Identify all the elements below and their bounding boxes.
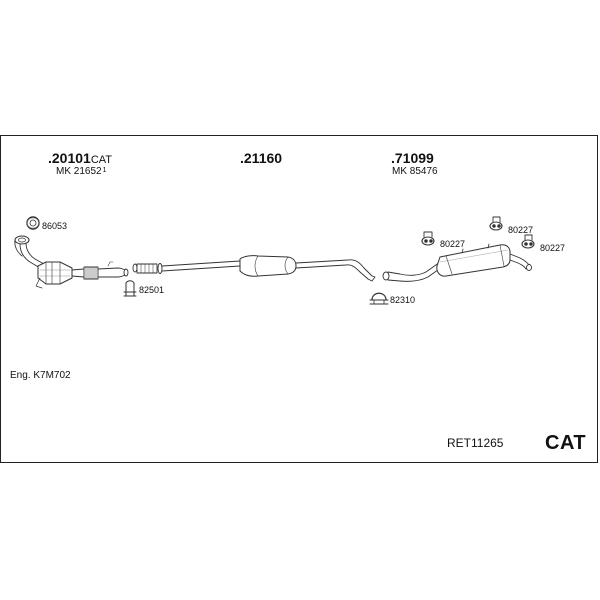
hanger-c-icon — [521, 234, 535, 249]
diagram-frame — [0, 135, 598, 463]
hanger-a-icon — [421, 231, 435, 246]
part-sublabel-catalyst: MK 216521 — [56, 166, 107, 177]
accessory-label-ring: 86053 — [42, 221, 68, 231]
accessory-label-hanger-b: 80227 — [508, 225, 534, 235]
cat-badge: CAT — [545, 432, 587, 454]
clamp-rear-icon — [369, 292, 389, 305]
middle-silencer-icon — [132, 255, 376, 282]
part-label-middle-silencer: .21160 — [240, 150, 283, 166]
accessory-label-clamp-front: 82501 — [139, 285, 165, 295]
catalytic-converter-icon — [14, 235, 129, 289]
reference-number: RET11265 — [447, 436, 504, 450]
accessory-label-clamp-rear: 82310 — [390, 295, 416, 305]
part-label-catalyst: .20101CAT — [48, 150, 113, 166]
hanger-b-icon — [489, 216, 503, 231]
engine-label: Eng. K7M702 — [10, 370, 71, 381]
accessory-label-hanger-c: 80227 — [540, 243, 566, 253]
accessory-label-hanger-a: 80227 — [440, 239, 466, 249]
part-sublabel-rear-silencer: MK 85476 — [392, 166, 438, 177]
clamp-front-icon — [123, 280, 137, 297]
part-label-rear-silencer: .71099 — [391, 150, 434, 166]
rear-silencer-icon — [382, 243, 532, 282]
sealing-ring-icon — [26, 216, 40, 230]
